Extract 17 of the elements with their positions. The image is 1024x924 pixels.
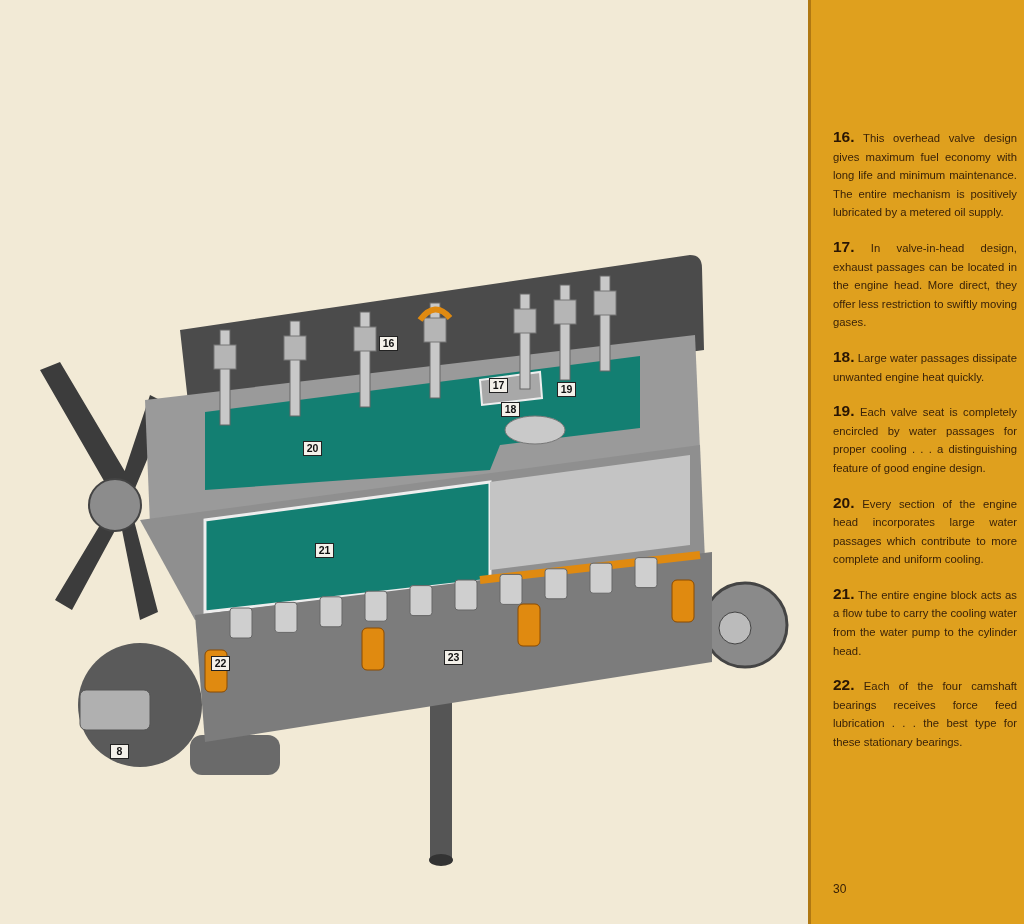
callout-number: 18 [501, 402, 520, 417]
callout-number: 17 [489, 378, 508, 393]
page-number: 30 [833, 882, 847, 896]
callout-number: 19 [557, 382, 576, 397]
description-paragraph: 22. Each of the four camshaft bearings receives force feed lubrication . . . the best type for these stationary bearings. [833, 676, 1017, 751]
description-paragraph: 18. Large water passages dissipate unwanted engine heat quickly. [833, 347, 1017, 385]
callout-number: 23 [444, 650, 463, 665]
callout-number: 16 [379, 336, 398, 351]
callout-number: 22 [211, 656, 230, 671]
description-paragraph: 17. In valve-in-head design, exhaust passages can be located in the engine head. More direct, they offer less restriction to swiftly moving gases. [833, 237, 1017, 331]
description-paragraph: 16. This overhead valve design gives maximum fuel economy with long life and minimum maintenance. The entire mechanism is positively lubricated by a metered oil supply. [833, 128, 1017, 221]
description-paragraph: 20. Every section of the engine head incorporates large water passages which contribute to more complete and uniform cooling. [833, 493, 1017, 568]
callout-number: 20 [303, 441, 322, 456]
description-paragraph: 19. Each valve seat is completely encircled by water passages for proper cooling . . . a distinguishing feature of good engine design. [833, 402, 1017, 476]
callout-number: 21 [315, 543, 334, 558]
description-paragraph: 21. The entire engine block acts as a flow tube to carry the cooling water from the water pump to the cylinder head. [833, 584, 1017, 659]
callout-number: 8 [110, 744, 129, 759]
